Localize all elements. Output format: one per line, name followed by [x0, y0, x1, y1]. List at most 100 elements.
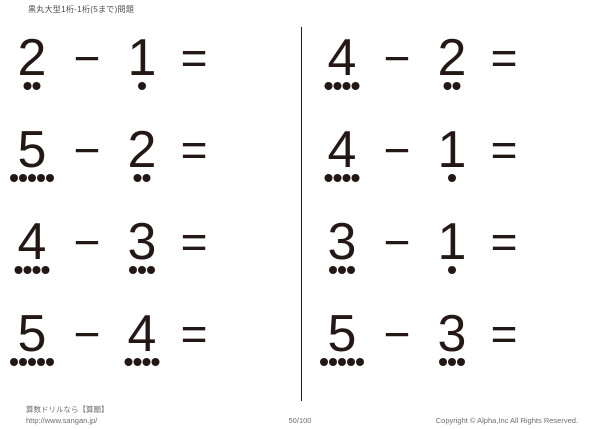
right-operand-digit: 3	[437, 305, 467, 363]
counter-dot	[324, 82, 333, 90]
counter-dot	[329, 358, 337, 366]
right-operand-dots	[133, 174, 151, 182]
right-operand-digit: 2	[127, 121, 157, 179]
left-operand-digit: 2	[17, 29, 47, 87]
right-operand: 1	[426, 216, 478, 274]
counter-dot	[351, 174, 360, 182]
equals-sign: =	[180, 124, 208, 176]
counter-dot	[452, 82, 461, 90]
counter-dot	[448, 266, 456, 274]
left-operand-digit: 3	[327, 213, 357, 271]
problem-row: 5−3 =	[316, 308, 600, 400]
left-operand-dots	[10, 358, 54, 366]
right-operand: 3	[116, 216, 168, 274]
equals-sign: =	[180, 216, 208, 268]
left-operand: 4	[316, 121, 368, 182]
counter-dot	[46, 174, 54, 182]
minus-operator: −	[383, 32, 411, 84]
left-operand: 2	[6, 29, 58, 90]
counter-dot	[338, 266, 346, 274]
column-divider	[301, 27, 302, 401]
counter-dot	[147, 266, 155, 274]
right-operand: 4	[116, 305, 168, 366]
counter-dot	[133, 358, 142, 366]
right-operand: 1	[116, 29, 168, 90]
counter-dot	[129, 266, 137, 274]
minus-operator: −	[383, 308, 411, 360]
problem-grid: 2−1=5−2=4−3=5−4= 4−2=4−1=3−1=5−3=	[0, 24, 600, 402]
left-operand: 5	[6, 305, 58, 366]
minus-operator: −	[383, 124, 411, 176]
counter-dot	[356, 358, 364, 366]
right-operand-dots	[448, 174, 456, 182]
left-operand-digit: 4	[327, 121, 357, 179]
problem-row: 4−3=	[6, 216, 300, 308]
counter-dot	[347, 358, 355, 366]
footer-url[interactable]: http://www.sangan.jp/	[26, 416, 98, 425]
left-operand-dots	[324, 174, 360, 182]
counter-dot	[19, 174, 27, 182]
counter-dot	[320, 358, 328, 366]
right-operand: 2	[116, 121, 168, 182]
right-operand: 3	[426, 305, 478, 366]
left-operand-digit: 5	[17, 305, 47, 363]
right-operand: 1	[426, 121, 478, 182]
counter-dot	[351, 82, 360, 90]
problem-row: 2−1 =	[6, 32, 300, 124]
counter-dot	[443, 82, 452, 90]
counter-dot	[342, 82, 351, 90]
left-operand-digit: 4	[17, 213, 47, 271]
problem-row: 4−2=	[316, 32, 600, 124]
minus-operator: −	[73, 308, 101, 360]
counter-dot	[457, 358, 465, 366]
right-column: 4−2=4−1=3−1=5−3=	[300, 24, 600, 402]
right-operand-dots	[138, 82, 146, 90]
right-operand-dots	[439, 358, 465, 366]
problem-row: 5−2=	[6, 124, 300, 216]
counter-dot	[10, 174, 18, 182]
counter-dot	[37, 174, 45, 182]
equals-sign: =	[490, 308, 518, 360]
counter-dot	[448, 174, 456, 182]
problem-row: 4−1=	[316, 124, 600, 216]
counter-dot	[138, 266, 146, 274]
minus-operator: −	[383, 216, 411, 268]
left-operand-dots	[324, 82, 360, 90]
equals-sign: =	[490, 216, 518, 268]
left-operand: 4	[316, 29, 368, 90]
left-operand-digit: 4	[327, 29, 357, 87]
footer-brand: 算数ドリルなら【算願】	[26, 405, 109, 414]
left-column: 2−1=5−2=4−3=5−4=	[0, 24, 300, 402]
counter-dot	[28, 358, 36, 366]
counter-dot	[138, 82, 146, 90]
left-operand-dots	[23, 82, 41, 90]
minus-operator: −	[73, 216, 101, 268]
right-operand-digit: 4	[127, 305, 157, 363]
page-title: 黒丸大型1桁-1桁(5まで)問題	[28, 5, 135, 14]
equals-sign: =	[180, 32, 208, 84]
counter-dot	[142, 358, 151, 366]
minus-operator: −	[73, 124, 101, 176]
counter-dot	[23, 82, 32, 90]
left-operand: 4	[6, 213, 58, 274]
left-operand-digit: 5	[327, 305, 357, 363]
counter-dot	[28, 174, 36, 182]
right-operand-digit: 1	[127, 29, 157, 87]
page-footer: 算数ドリルなら【算願】 http://www.sangan.jp/ 50/100…	[0, 404, 600, 429]
counter-dot	[347, 266, 355, 274]
counter-dot	[448, 358, 456, 366]
counter-dot	[124, 358, 133, 366]
counter-dot	[329, 266, 337, 274]
counter-dot	[342, 174, 351, 182]
right-operand-digit: 1	[437, 121, 467, 179]
counter-dot	[338, 358, 346, 366]
counter-dot	[142, 174, 151, 182]
right-operand-dots	[443, 82, 461, 90]
right-operand-dots	[129, 266, 155, 274]
counter-dot	[46, 358, 54, 366]
minus-operator: −	[73, 32, 101, 84]
counter-dot	[19, 358, 27, 366]
left-operand: 3	[316, 213, 368, 274]
problem-row: 5−4=	[6, 308, 300, 400]
